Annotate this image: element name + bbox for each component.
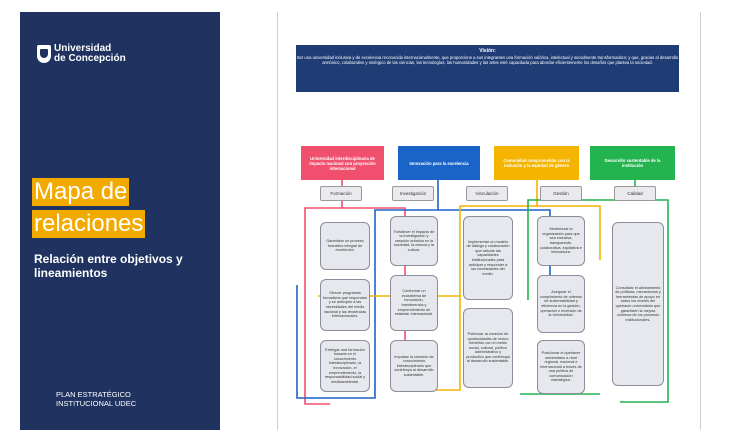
pillar-calidad: Calidad — [614, 186, 656, 201]
title-line-2: relaciones — [32, 210, 146, 238]
footer-text: PLAN ESTRATÉGICO INSTITUCIONAL UDEC — [56, 390, 136, 408]
objective-4: Desarrollo sustentable de la institución — [590, 146, 675, 180]
vision-title: Visión: — [479, 48, 496, 54]
box-formacion-2: Ofrecer programas formativos que respond… — [320, 279, 370, 331]
vision-box: Visión: Ser una universidad inclusiva y … — [296, 45, 679, 92]
pillar-gestion: Gestión — [540, 186, 582, 201]
box-vinculacion-2: Potenciar la creación de oportunidades d… — [463, 308, 513, 388]
pillar-investigacion: Investigación — [392, 186, 434, 201]
box-formacion-3: Entregar una formación basada en el cono… — [320, 340, 370, 392]
box-gestion-2: Asegurar el cumplimiento de criterios de… — [537, 275, 585, 333]
blue-connector — [296, 180, 551, 399]
vision-text: Ser una universidad inclusiva y de excel… — [296, 54, 679, 66]
box-gestion-1: Modernizar la organización para que sea … — [537, 216, 585, 266]
title-line-1: Mapa de — [32, 178, 130, 206]
slide-subtitle: Relación entre objetivos y lineamientos — [34, 252, 183, 280]
box-calidad-1: Consolidar el alineamiento de políticas,… — [612, 222, 664, 386]
box-investigacion-3: Impulsar la creación de conocimiento int… — [390, 340, 438, 392]
title-panel: Universidad de Concepción Mapa de relaci… — [20, 12, 220, 430]
box-vinculacion-1: Implementar un modelo de diálogo y colab… — [463, 216, 513, 300]
box-formacion-1: Garantizar un proceso formativo integral… — [320, 222, 370, 270]
box-investigacion-2: Conformar un ecosistema de innovación, t… — [390, 275, 438, 331]
logo-line-1: Universidad — [54, 43, 112, 54]
objective-2: Innovación para la excelencia — [398, 146, 480, 180]
footer-line-1: PLAN ESTRATÉGICO — [56, 390, 131, 399]
box-investigacion-1: Fortalecer el impacto de la investigació… — [390, 216, 438, 266]
footer-line-2: INSTITUCIONAL UDEC — [56, 399, 137, 408]
divider-right — [700, 12, 701, 430]
objective-3: Comunidad comprometida con la inclusión … — [494, 146, 579, 180]
box-gestion-3: Posicionar el quehacer universitario a n… — [537, 340, 585, 394]
divider-left — [277, 12, 278, 430]
university-logo: Universidad de Concepción — [37, 44, 126, 64]
shield-icon — [37, 45, 51, 63]
pillar-formacion: Formación — [320, 186, 362, 201]
logo-line-2: de Concepción — [54, 53, 126, 64]
slide-title: Mapa de relaciones — [32, 178, 146, 242]
objective-1: Universidad interdisciplinaria de impact… — [301, 146, 384, 180]
pillar-vinculacion: Vinculación — [466, 186, 508, 201]
